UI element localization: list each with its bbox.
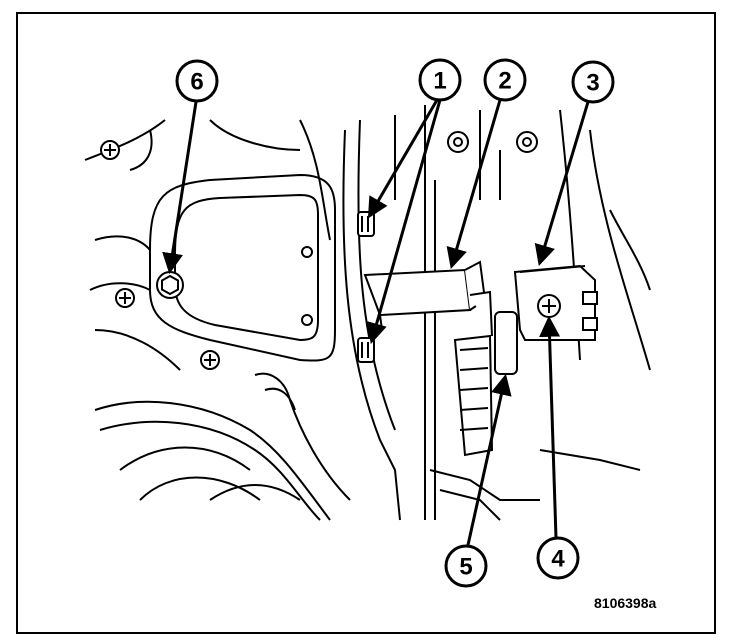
callout-5-label: 5 xyxy=(459,554,472,581)
callout-5: 5 xyxy=(444,544,488,588)
leader-5 xyxy=(466,373,512,546)
callout-3: 3 xyxy=(571,60,615,104)
hex-bolt-icon xyxy=(156,271,184,299)
line-art xyxy=(84,105,651,521)
callout-6-label: 6 xyxy=(190,69,203,96)
leader-arrows xyxy=(162,99,590,546)
callout-4-label: 4 xyxy=(551,546,565,573)
leader-1b xyxy=(366,99,442,345)
clip-icon-upper xyxy=(357,211,375,237)
callout-2-label: 2 xyxy=(498,68,511,95)
panel-holes xyxy=(301,246,313,326)
callout-6: 6 xyxy=(175,59,219,103)
wiring-harness xyxy=(94,400,331,521)
connector-5 xyxy=(453,290,518,457)
callout-1-label: 1 xyxy=(433,68,446,95)
leader-1a xyxy=(367,99,439,219)
callout-4: 4 xyxy=(536,536,580,580)
callout-2: 2 xyxy=(483,58,527,102)
door-panel-inner-outline xyxy=(174,193,319,342)
screw-4-icon xyxy=(537,294,561,318)
callout-3-label: 3 xyxy=(586,70,599,97)
leader-4 xyxy=(539,315,561,539)
leader-2 xyxy=(446,99,502,270)
leader-3 xyxy=(534,101,590,267)
door-edge xyxy=(342,129,401,521)
clip-icon-lower xyxy=(357,337,375,363)
callout-1: 1 xyxy=(418,58,462,102)
door-panel-outline xyxy=(149,173,336,362)
leader-6 xyxy=(162,101,198,275)
panel-screw-icons xyxy=(100,131,538,370)
figure-reference-code: 8106398a xyxy=(594,595,657,611)
